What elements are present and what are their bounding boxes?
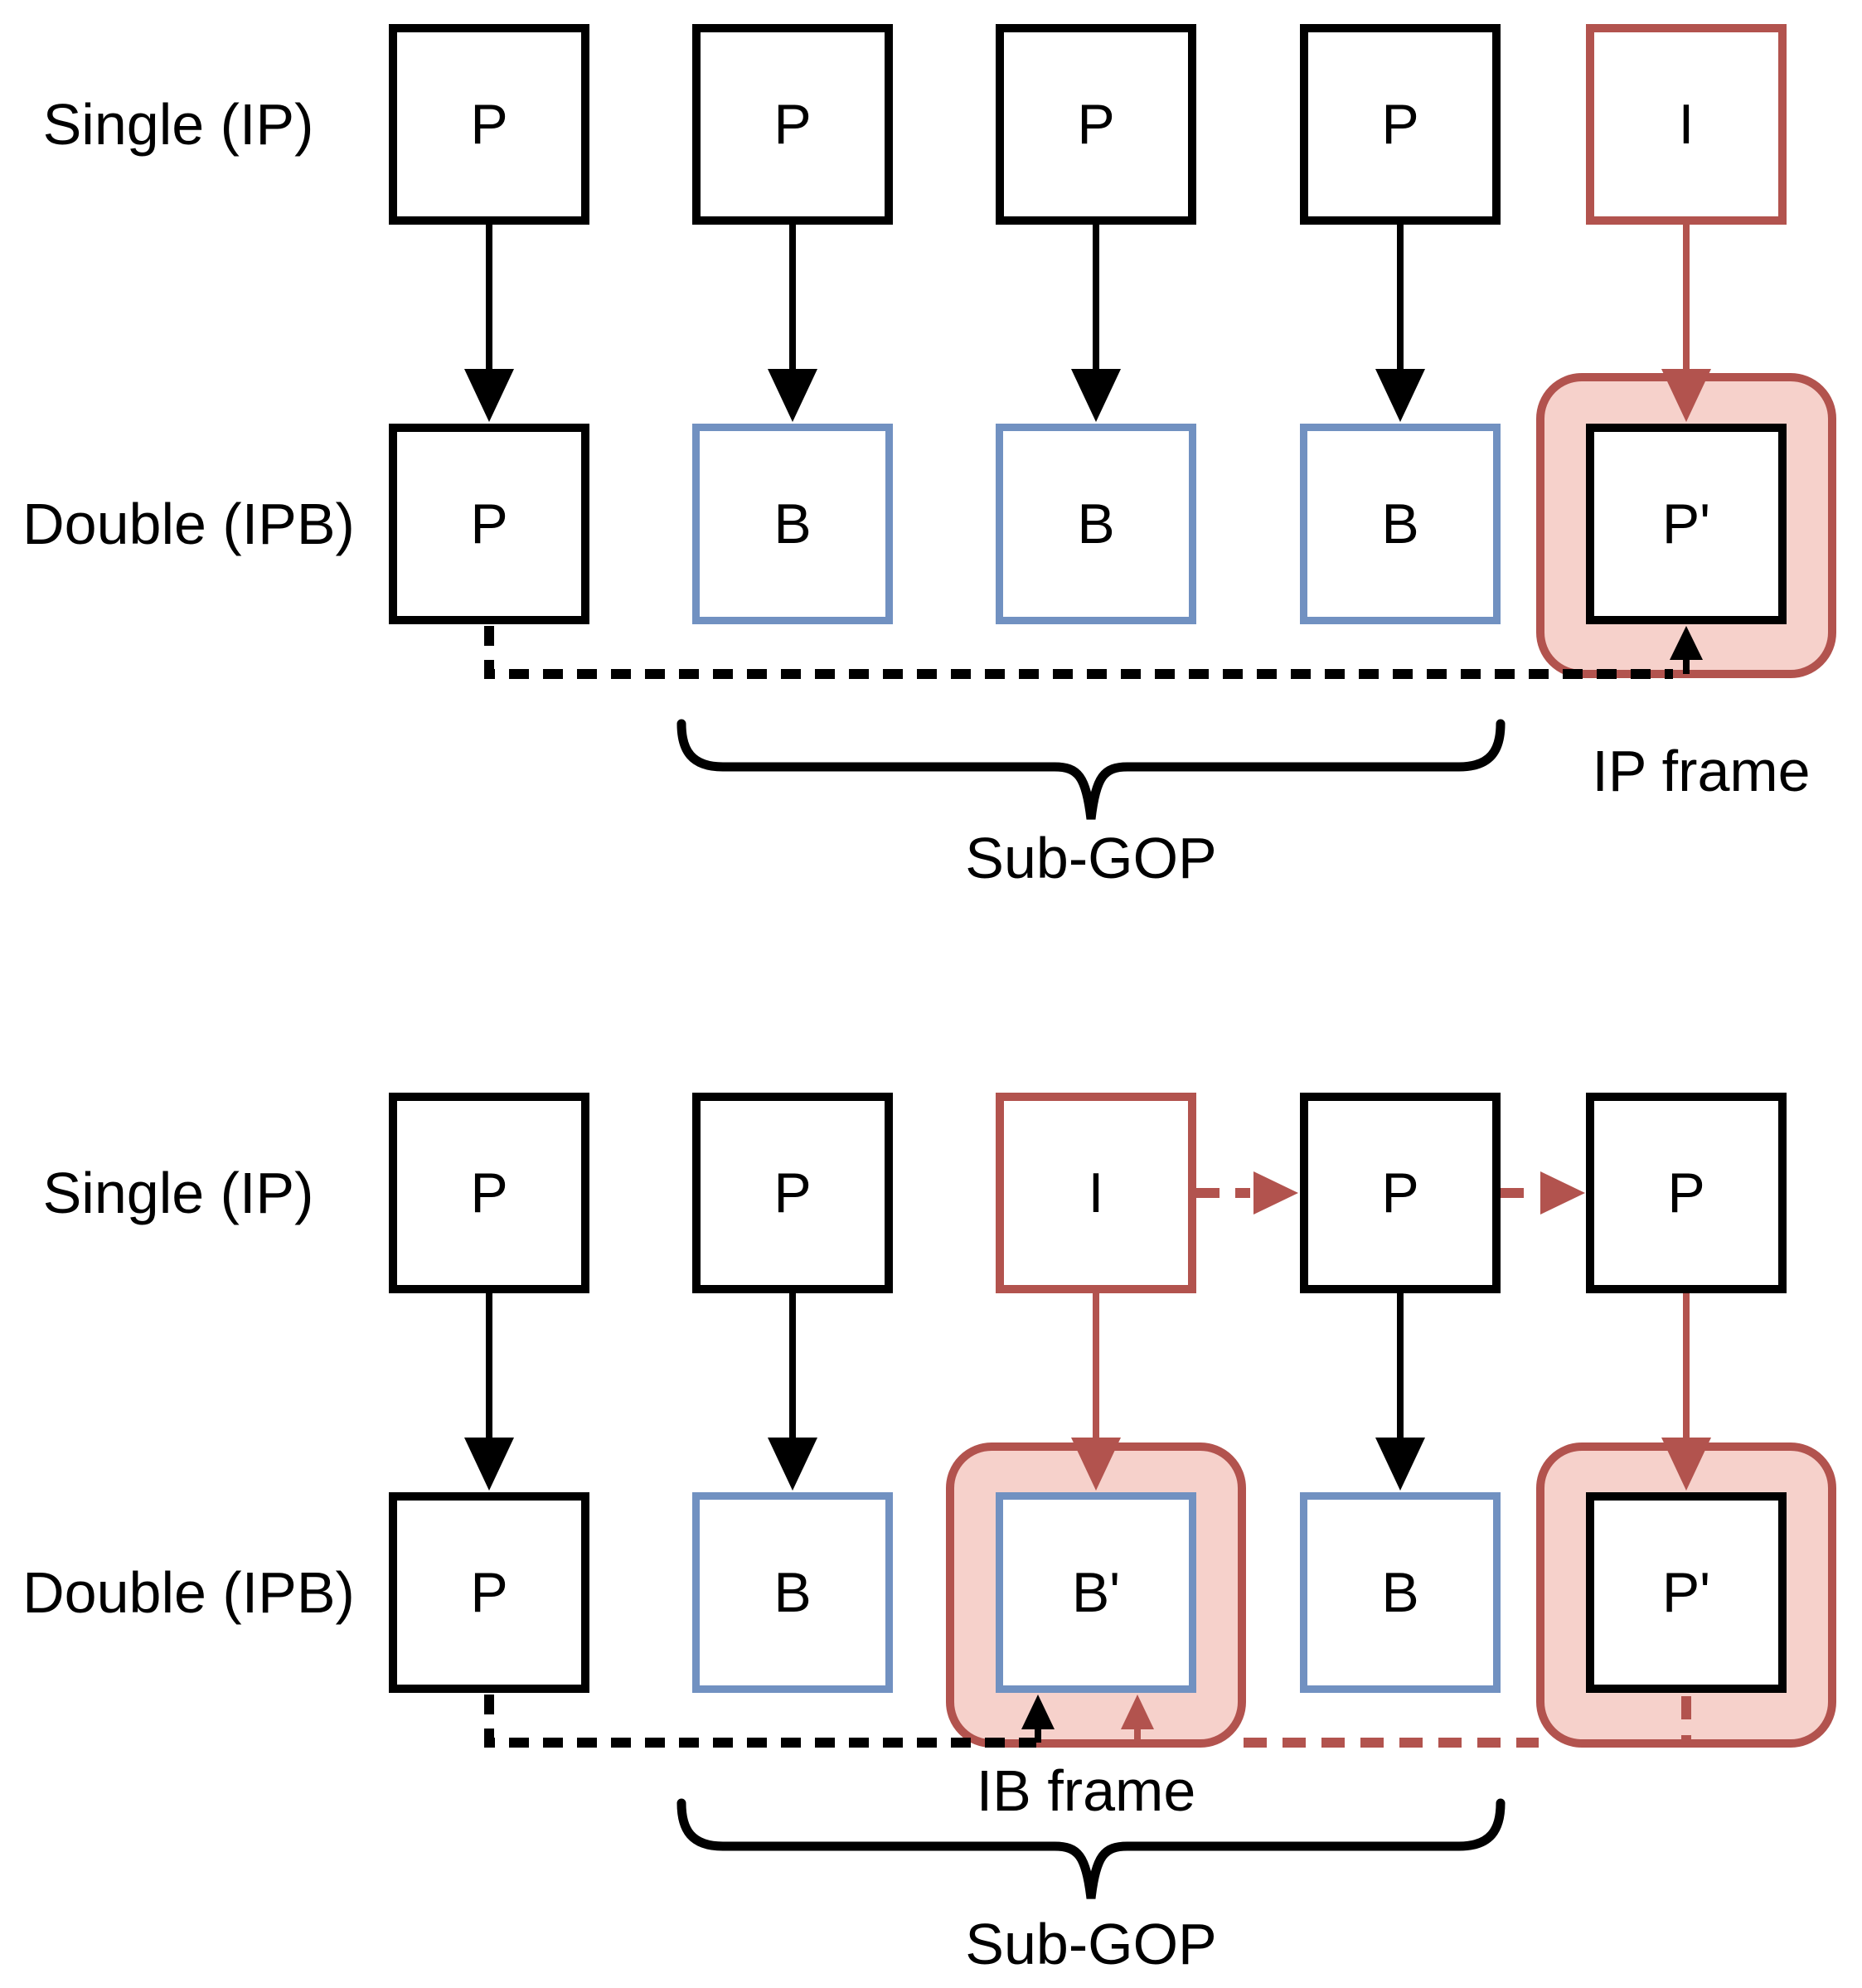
row-label-double-ipb-top: Double (IPB) (22, 492, 355, 556)
down-arrow-black (464, 1293, 514, 1491)
ib-frame-label: IB frame (976, 1758, 1196, 1823)
frame-box-p: P (692, 24, 893, 225)
frame-box-p: P (1300, 1093, 1501, 1293)
down-arrow-black (768, 1293, 817, 1491)
down-arrow-black (1375, 1293, 1425, 1491)
down-arrow-black (1071, 225, 1121, 422)
frame-box-b: B (1300, 424, 1501, 624)
frame-box-p: P (996, 24, 1196, 225)
frame-letter: P (1381, 93, 1419, 156)
frame-letter: B (773, 1561, 812, 1624)
frame-box-i: I (996, 1093, 1196, 1293)
row-label-single-ip-top: Single (IP) (42, 92, 314, 157)
frame-letter: P (1077, 93, 1115, 156)
frame-letter: P (470, 492, 508, 555)
row-label-single-ip-bottom: Single (IP) (42, 1161, 314, 1225)
frame-letter: B (1077, 492, 1115, 555)
frame-box-b-prime: B' (996, 1492, 1196, 1693)
frame-letter: B (1381, 1561, 1419, 1624)
reference-dashed-line-p-to-p-prime (484, 626, 1673, 679)
frame-box-p-prime: P' (1586, 424, 1787, 624)
frame-box-p: P (389, 1492, 589, 1693)
frame-box-p: P (1300, 24, 1501, 225)
frame-letter: P' (1661, 1561, 1711, 1624)
frame-letter: B (1381, 492, 1419, 555)
frame-box-i: I (1586, 24, 1787, 225)
frame-box-p: P (1586, 1093, 1787, 1293)
frame-box-b: B (692, 1492, 893, 1693)
frame-letter: P (470, 1161, 508, 1224)
frame-letter: P (1381, 1161, 1419, 1224)
ip-frame-label: IP frame (1592, 739, 1811, 803)
frame-letter: P (470, 93, 508, 156)
down-arrow-black (768, 225, 817, 422)
sub-gop-label-bottom: Sub-GOP (965, 1912, 1217, 1976)
down-arrow-black (1375, 225, 1425, 422)
frame-letter: P (773, 93, 812, 156)
dashed-right-arrow-red (1196, 1171, 1298, 1215)
frame-letter: P (470, 1561, 508, 1624)
frame-letter: I (1088, 1161, 1104, 1224)
frame-letter: B (773, 492, 812, 555)
row-label-double-ipb-bottom: Double (IPB) (22, 1560, 355, 1625)
sub-gop-label-top: Sub-GOP (965, 826, 1217, 890)
frame-box-p: P (389, 24, 589, 225)
frame-box-p-prime: P' (1586, 1492, 1787, 1693)
sub-gop-brace-top (676, 719, 1506, 820)
frame-box-b: B (996, 424, 1196, 624)
frame-box-p: P (692, 1093, 893, 1293)
frame-box-p: P (389, 1093, 589, 1293)
frame-box-p: P (389, 424, 589, 624)
frame-box-b: B (1300, 1492, 1501, 1693)
down-arrow-black (464, 225, 514, 422)
frame-letter: P (773, 1161, 812, 1224)
frame-box-b: B (692, 424, 893, 624)
frame-letter: B' (1071, 1561, 1121, 1624)
frame-letter: I (1678, 93, 1695, 156)
dashed-right-arrow-red (1501, 1171, 1585, 1215)
frame-letter: P (1667, 1161, 1705, 1224)
frame-letter: P' (1661, 492, 1711, 555)
